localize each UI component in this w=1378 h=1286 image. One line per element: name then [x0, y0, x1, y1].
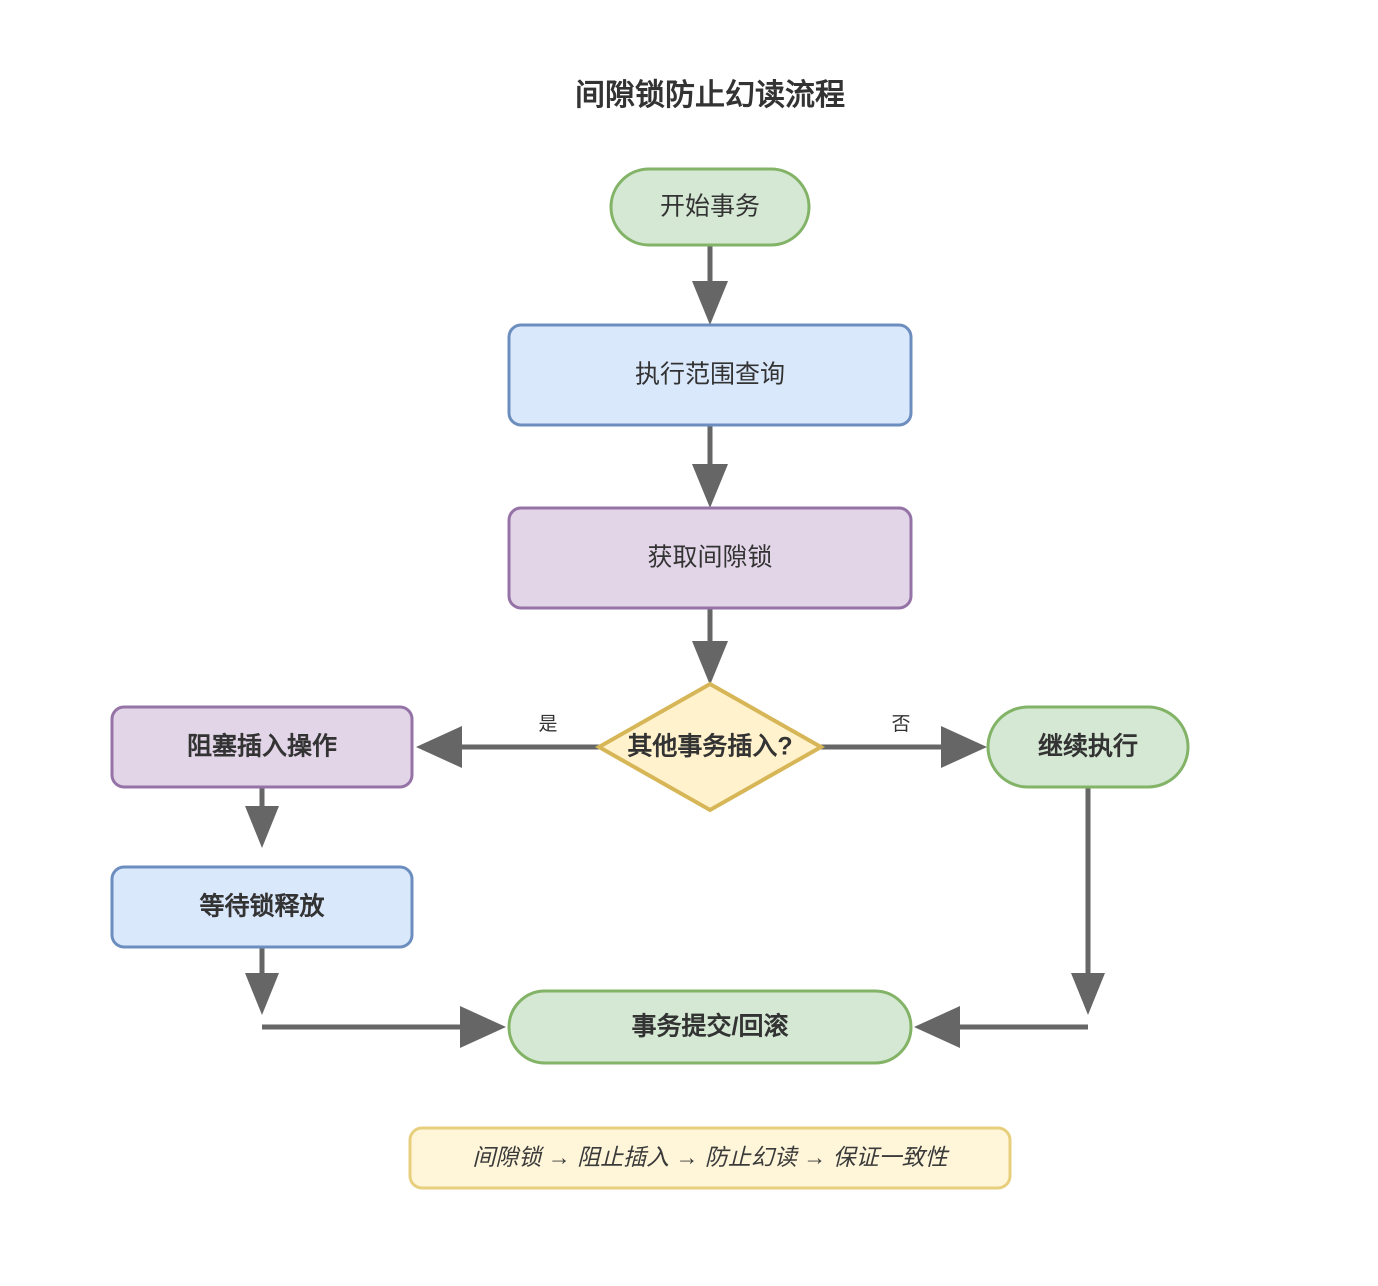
edge-query-to-gaplock — [692, 425, 728, 508]
edge-decision-to-block: 是 — [416, 714, 599, 768]
edge-continue-to-commit — [914, 787, 1105, 1048]
node-wait-lock-release[interactable]: 等待锁释放 — [110, 865, 414, 949]
node-layer: 开始事务 执行范围查询 获取间隙锁 其他事务插入? 阻塞插入操作 — [110, 167, 1190, 1065]
edge-start-to-query — [692, 245, 728, 325]
node-execute-range-query-label: 执行范围查询 — [635, 361, 785, 389]
edge-label-yes: 是 — [538, 714, 557, 735]
node-decision-other-transaction-insert[interactable]: 其他事务插入? — [594, 681, 826, 813]
node-start-label: 开始事务 — [660, 193, 760, 221]
node-transaction-commit-rollback[interactable]: 事务提交/回滚 — [507, 989, 913, 1065]
edge-block-to-wait — [245, 787, 279, 848]
node-start[interactable]: 开始事务 — [609, 167, 811, 247]
edge-wait-to-commit — [245, 947, 506, 1048]
summary-note-box — [408, 1126, 1012, 1190]
node-decision-shape[interactable] — [594, 681, 826, 813]
summary-note-text: 间隙锁 → 阻止插入 → 防止幻读 → 保证一致性 — [472, 1144, 949, 1170]
edge-decision-to-continue: 否 — [821, 714, 987, 768]
node-continue-execution-shape[interactable] — [986, 705, 1190, 789]
node-decision-label: 其他事务插入? — [627, 732, 792, 761]
edge-layer: 是 否 — [245, 245, 1105, 1048]
node-wait-lock-release-shape[interactable] — [110, 865, 414, 949]
node-execute-range-query-shape[interactable] — [507, 323, 913, 427]
node-acquire-gap-lock-shape[interactable] — [507, 506, 913, 610]
page-title: 间隙锁防止幻读流程 — [575, 79, 845, 112]
node-acquire-gap-lock[interactable]: 获取间隙锁 — [507, 506, 913, 610]
node-start-shape[interactable] — [609, 167, 811, 247]
node-transaction-commit-rollback-shape[interactable] — [507, 989, 913, 1065]
edge-gaplock-to-decision — [692, 608, 728, 685]
node-block-insert-operation-label: 阻塞插入操作 — [187, 732, 337, 761]
node-execute-range-query[interactable]: 执行范围查询 — [507, 323, 913, 427]
node-block-insert-operation-shape[interactable] — [110, 705, 414, 789]
node-continue-execution[interactable]: 继续执行 — [986, 705, 1190, 789]
node-continue-execution-label: 继续执行 — [1038, 732, 1138, 761]
node-block-insert-operation[interactable]: 阻塞插入操作 — [110, 705, 414, 789]
node-transaction-commit-rollback-label: 事务提交/回滚 — [632, 1012, 789, 1041]
edge-label-no: 否 — [891, 714, 910, 735]
node-acquire-gap-lock-label: 获取间隙锁 — [647, 544, 772, 572]
node-wait-lock-release-label: 等待锁释放 — [199, 892, 325, 921]
summary-note: 间隙锁 → 阻止插入 → 防止幻读 → 保证一致性 — [408, 1126, 1012, 1190]
